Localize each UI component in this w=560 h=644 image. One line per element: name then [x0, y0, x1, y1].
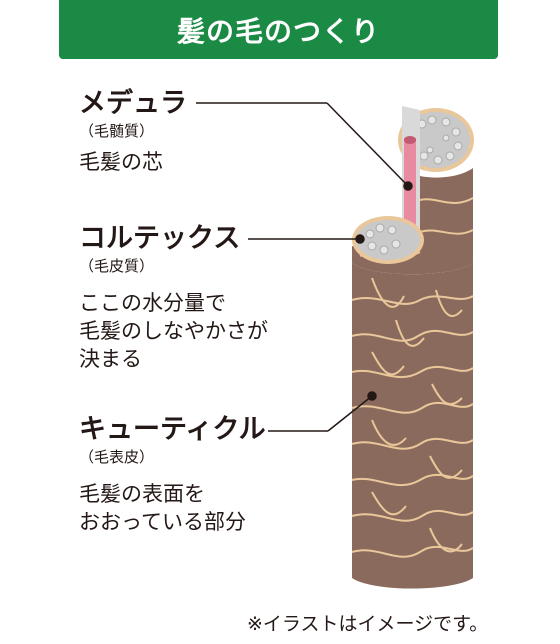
medulla-name: メデュラ: [79, 88, 187, 119]
leader-lines: [196, 102, 413, 432]
label-cortex: コルテックス （毛皮質） ここの水分量で 毛髪のしなやかさが 決まる: [79, 223, 268, 373]
label-medulla: メデュラ （毛髄質） 毛髪の芯: [79, 88, 187, 176]
cortex-desc-line: 決まる: [79, 347, 142, 371]
hair-shaft: [352, 263, 473, 589]
medulla-reading: （毛髄質）: [79, 122, 155, 140]
cortex-name: コルテックス: [79, 223, 241, 254]
cortex-reading: （毛皮質）: [79, 257, 155, 275]
label-cuticle: キューティクル （毛表皮） 毛髪の表面を おおっている部分: [79, 414, 266, 536]
title-banner: 髪の毛のつくり: [59, 0, 498, 59]
medulla-desc: 毛髪の芯: [79, 150, 163, 174]
cuticle-desc-line: 毛髪の表面を: [79, 482, 205, 506]
cuticle-name: キューティクル: [79, 414, 266, 445]
cortex-desc: ここの水分量で 毛髪のしなやかさが 決まる: [79, 289, 268, 373]
cuticle-scales: [351, 277, 474, 558]
cuticle-desc: 毛髪の表面を おおっている部分: [79, 480, 266, 536]
cortex-desc-line: 毛髪のしなやかさが: [79, 319, 268, 343]
cuticle-desc-line: おおっている部分: [79, 510, 246, 534]
image-note: ※イラストはイメージです。: [247, 613, 489, 635]
cortex-desc-line: ここの水分量で: [79, 291, 226, 315]
cuticle-reading: （毛表皮）: [79, 448, 155, 466]
diagram-title: 髪の毛のつくり: [176, 14, 380, 48]
